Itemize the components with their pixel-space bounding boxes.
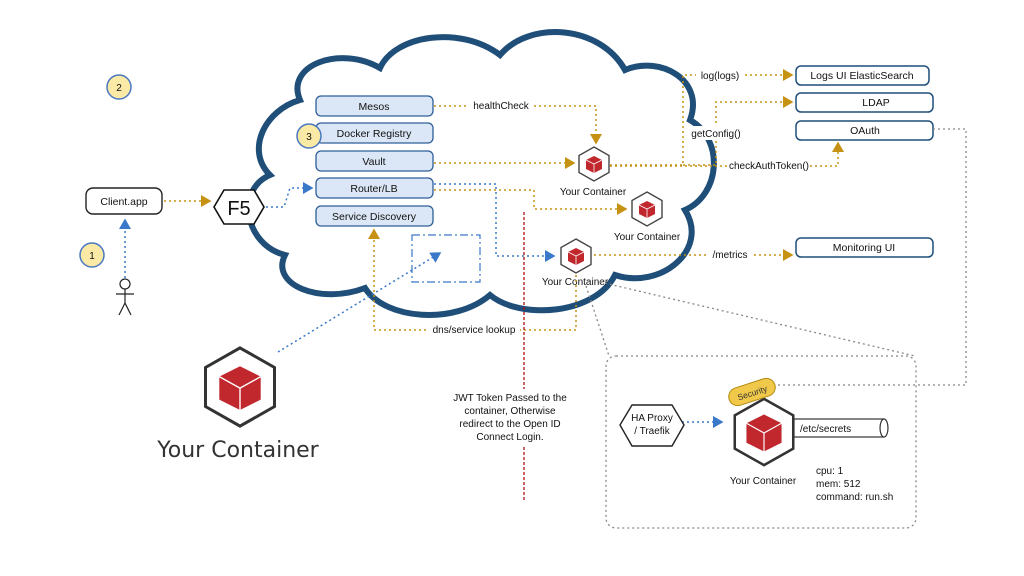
marker-3: 3 xyxy=(296,123,322,149)
secrets-label: /etc/secrets xyxy=(800,424,851,435)
f5-hexagon xyxy=(213,189,265,225)
marker-1-label: 1 xyxy=(89,251,95,262)
client-app-box xyxy=(85,187,163,215)
container-3-label: Your Container xyxy=(542,277,609,288)
jwt-note-line-3: redirect to the Open ID xyxy=(459,419,560,430)
edge-check-auth: checkAuthToken() xyxy=(729,161,809,172)
edge-get-config: getConfig() xyxy=(691,129,740,140)
spec-mem: mem: 512 xyxy=(816,479,861,490)
router-lb-box xyxy=(315,177,434,199)
detail-container-icon xyxy=(733,397,795,467)
detail-container-label: Your Container xyxy=(730,476,797,487)
spec-command: command: run.sh xyxy=(816,492,893,503)
edge-dns-lookup: dns/service lookup xyxy=(433,325,516,336)
user-figure xyxy=(116,278,134,316)
marker-2-label: 2 xyxy=(116,83,122,94)
f5-label: F5 xyxy=(227,198,250,220)
dashed-selection-box xyxy=(411,234,481,283)
jwt-note-line-4: Connect Login. xyxy=(476,432,543,443)
right-services: Logs UI ElasticSearch LDAP OAuth Monitor… xyxy=(795,65,934,258)
marker-1: 1 xyxy=(79,242,105,268)
security-badge: Security xyxy=(728,377,776,407)
mesos-box xyxy=(315,95,434,117)
ha-proxy-line-2: / Traefik xyxy=(634,426,671,437)
cloud xyxy=(245,29,717,318)
secrets-volume: /etc/secrets xyxy=(793,418,889,438)
oauth-box xyxy=(795,120,934,141)
container-1-label: Your Container xyxy=(560,187,627,198)
service-discovery-label: Service Discovery xyxy=(332,211,417,223)
docker-registry-label: Docker Registry xyxy=(337,128,412,140)
logs-ui-box xyxy=(795,65,930,86)
monitoring-ui-label: Monitoring UI xyxy=(833,242,895,254)
logs-ui-label: Logs UI ElasticSearch xyxy=(810,70,913,82)
ldap-box xyxy=(795,92,934,113)
grey-connectors xyxy=(585,128,967,529)
monitoring-ui-box xyxy=(795,237,934,258)
spec-cpu: cpu: 1 xyxy=(816,466,844,477)
ha-proxy-line-1: HA Proxy xyxy=(631,413,673,424)
edge-metrics: /metrics xyxy=(713,250,748,261)
jwt-note-line-1: JWT Token Passed to the xyxy=(453,393,567,404)
big-container-label: Your Container xyxy=(156,438,319,463)
ha-proxy-hexagon xyxy=(619,404,685,447)
vault-label: Vault xyxy=(362,156,385,168)
container-2-label: Your Container xyxy=(614,232,681,243)
gold-connectors xyxy=(164,69,844,331)
service-discovery-box xyxy=(315,205,434,227)
jwt-note-line-2: container, Otherwise xyxy=(464,406,556,417)
ldap-label: LDAP xyxy=(862,97,889,109)
cloud-services: Mesos Docker Registry Vault Router/LB Se… xyxy=(315,95,434,227)
mesos-label: Mesos xyxy=(359,101,390,113)
edge-log: log(logs) xyxy=(701,71,739,82)
client-app-label: Client.app xyxy=(100,196,147,208)
marker-2: 2 xyxy=(106,74,132,100)
blue-connectors xyxy=(119,182,724,428)
vault-box xyxy=(315,150,434,172)
router-lb-label: Router/LB xyxy=(350,183,397,195)
oauth-label: OAuth xyxy=(850,125,880,137)
marker-3-label: 3 xyxy=(306,132,312,143)
big-container-icon xyxy=(204,346,276,428)
edge-health-check: healthCheck xyxy=(473,101,530,112)
